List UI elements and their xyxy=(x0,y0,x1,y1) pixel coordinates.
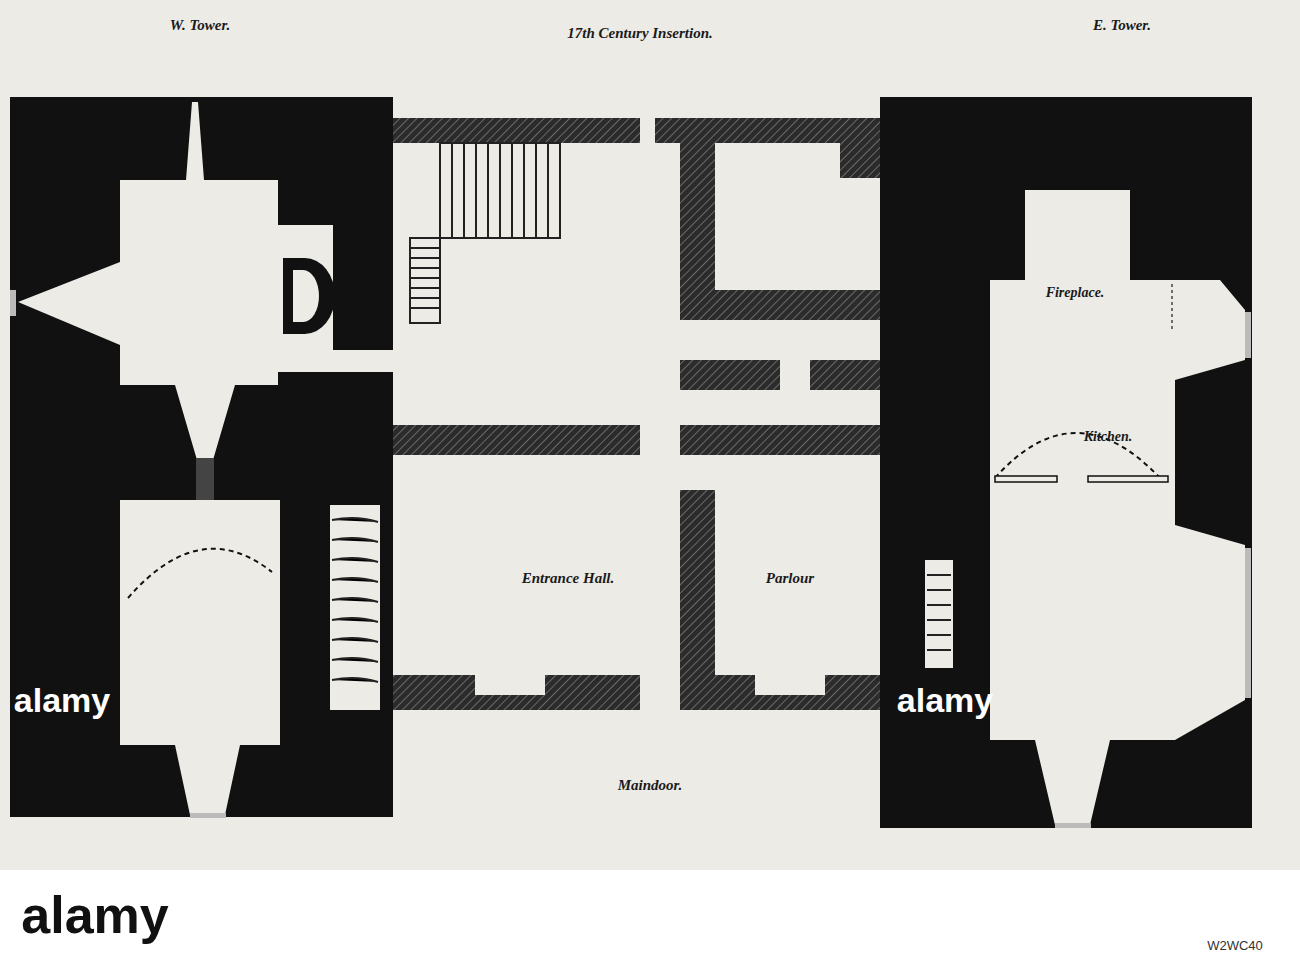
watermark: alamy xyxy=(897,681,993,720)
staircase xyxy=(410,143,560,323)
tower-label: W. Tower. xyxy=(170,17,230,34)
footer-band xyxy=(0,870,1300,963)
watermark-logo: alamy xyxy=(21,885,168,945)
room-label: Parlour xyxy=(766,570,814,587)
room-label: Entrance Hall. xyxy=(522,570,615,587)
paper-ground xyxy=(0,0,1300,870)
section-label: 17th Century Insertion. xyxy=(567,25,712,42)
east-tower xyxy=(880,97,1252,828)
door-label: Maindoor. xyxy=(618,777,683,794)
watermark: alamy xyxy=(14,681,110,720)
image-id: W2WC40 xyxy=(1207,938,1263,953)
room-label: Kitchen. xyxy=(1084,429,1133,445)
room-label: Fireplace. xyxy=(1046,285,1105,301)
west-tower xyxy=(10,97,393,818)
central-walls xyxy=(393,118,880,710)
tower-label: E. Tower. xyxy=(1093,17,1151,34)
